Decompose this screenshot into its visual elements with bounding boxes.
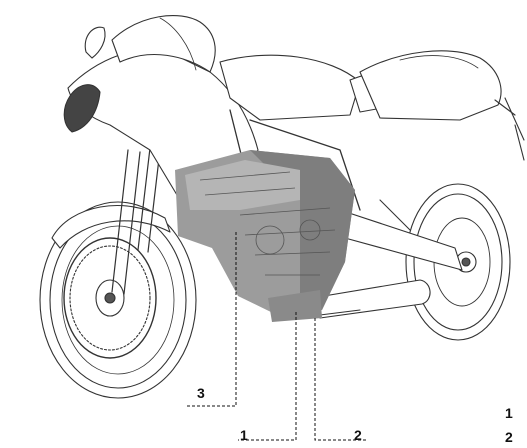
side-legend-item-2: 2 xyxy=(505,430,513,444)
callout-label-2: 2 xyxy=(354,428,362,442)
swingarm xyxy=(340,210,462,270)
callout-label-1: 1 xyxy=(240,428,248,442)
leader-2 xyxy=(315,318,366,440)
mirror xyxy=(85,27,105,58)
tail-section xyxy=(360,51,501,120)
leader-1 xyxy=(238,312,296,440)
engine-block xyxy=(175,150,355,322)
callout-label-3: 3 xyxy=(197,386,205,400)
side-legend-item-1: 1 xyxy=(505,406,513,420)
